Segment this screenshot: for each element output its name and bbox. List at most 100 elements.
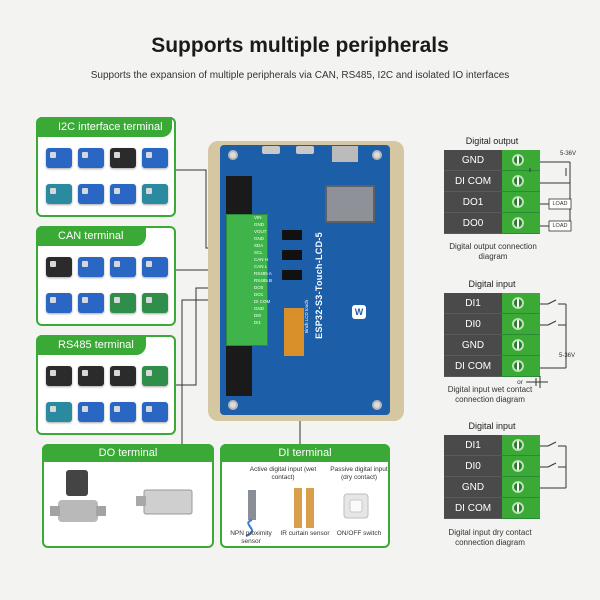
can-module [142, 257, 168, 277]
terminal-pin-name: DI COM [444, 498, 502, 519]
digital-input-wet-title: Digital input [468, 279, 516, 289]
page-subtitle: Supports the expansion of multiple perip… [90, 70, 510, 81]
screw-icon[interactable] [502, 477, 540, 498]
screw-icon[interactable] [502, 498, 540, 519]
can-module [78, 293, 104, 313]
ic-chip [282, 230, 302, 240]
terminal-row: DI1 [444, 293, 540, 314]
esp32-module [325, 185, 375, 223]
rs485-module [110, 402, 136, 422]
i2c-sensor-module [110, 184, 136, 204]
terminal-pin-label: DO0 [254, 284, 264, 290]
mount-hole [372, 150, 382, 160]
rs485-module [142, 402, 168, 422]
screw-icon[interactable] [502, 314, 540, 335]
terminal-pin-name: GND [444, 150, 502, 171]
board-subtitle: 5inch LCD touch [304, 300, 309, 334]
screw-icon[interactable] [502, 150, 540, 171]
screw-icon[interactable] [502, 456, 540, 477]
rs485-panel-title: RS485 terminal [36, 335, 146, 355]
rs485-module [142, 366, 168, 386]
can-module [110, 257, 136, 277]
switch-caption: ON/OFF switch [336, 530, 382, 537]
passive-input-label: Passive digital input (dry contact) [330, 466, 388, 481]
terminal-pin-label: CAN H [254, 256, 269, 262]
can-module [142, 293, 168, 313]
terminal-row: DI0 [444, 314, 540, 335]
terminal-pin-label: GND [254, 305, 264, 311]
di-panel: DI terminal Active digital input (wet co… [220, 444, 390, 548]
terminal-pin-label: DO1 [254, 291, 264, 297]
terminal-pin-label: DI1 [254, 319, 262, 325]
i2c-camera-module [110, 148, 136, 168]
ic-chip [282, 250, 302, 260]
terminal-pin-name: DI COM [444, 356, 502, 377]
screw-icon[interactable] [502, 435, 540, 456]
do-voltage-label: 5-36V [559, 151, 576, 157]
waveshare-logo: W [352, 305, 366, 319]
can-module [46, 257, 72, 277]
terminal-pin-label: GND [254, 221, 264, 227]
di-panel-title: DI terminal [220, 444, 390, 462]
mount-hole [228, 150, 238, 160]
screw-icon[interactable] [502, 171, 540, 192]
terminal-row: DI COM [444, 171, 540, 192]
i2c-sensor-module [142, 148, 168, 168]
screw-icon[interactable] [502, 293, 540, 314]
terminal-pin-name: DI0 [444, 314, 502, 335]
terminal-pin-name: GND [444, 477, 502, 498]
terminal-row: GND [444, 477, 540, 498]
do-panel: DO terminal [42, 444, 214, 548]
screw-icon[interactable] [502, 335, 540, 356]
ir-curtain-sensor-icon [294, 488, 314, 528]
screw-icon[interactable] [502, 192, 540, 213]
digital-input-wet-caption: Digital input wet contact connection dia… [447, 385, 533, 404]
mount-hole [228, 400, 238, 410]
terminal-pin-name: DO1 [444, 192, 502, 213]
mount-hole [372, 400, 382, 410]
do-load-label-1: LOAD [552, 201, 568, 207]
screw-icon[interactable] [502, 356, 540, 377]
i2c-sensor-module [46, 148, 72, 168]
terminal-pin-label: SCL [254, 249, 263, 255]
digital-input-dry-title: Digital input [468, 421, 516, 431]
electric-lock-icon [136, 489, 193, 515]
terminal-pin-name: DI1 [444, 293, 502, 314]
terminal-pin-name: DO0 [444, 213, 502, 234]
ic-chip [282, 270, 302, 280]
screw-terminal-block[interactable] [226, 214, 268, 346]
screw-icon[interactable] [502, 213, 540, 234]
terminal-row: DO0 [444, 213, 540, 234]
i2c-sensor-module [46, 184, 72, 204]
can-module [110, 293, 136, 313]
board-name: ESP32-S3-Touch-LCD-5 [314, 232, 324, 339]
digital-output-caption: Digital output connection diagram [449, 242, 537, 261]
terminal-pin-label: RS485 A [254, 270, 272, 276]
usb-port[interactable] [262, 146, 280, 154]
terminal-row: GND [444, 335, 540, 356]
npn-sensor-caption: NPN proximity sensor [230, 530, 272, 545]
solenoid-valve-icon [50, 470, 106, 522]
terminal-pin-label: DI0 [254, 312, 262, 318]
terminal-row: DI0 [444, 456, 540, 477]
page-title: Supports multiple peripherals [151, 34, 449, 57]
terminal-pin-label: CAN L [254, 263, 268, 269]
rs485-module [46, 402, 72, 422]
rs485-module [110, 366, 136, 386]
i2c-panel: I2C interface terminal [36, 117, 176, 217]
terminal-row: GND [444, 150, 540, 171]
wet-or-label: or [517, 379, 523, 386]
di-devices [245, 488, 369, 537]
usb-port[interactable] [296, 146, 314, 154]
can-panel: CAN terminal [36, 226, 176, 326]
active-input-label: Active digital input (wet contact) [249, 466, 317, 481]
can-module [46, 293, 72, 313]
terminal-pin-label: VOUT [254, 228, 267, 234]
terminal-row: DI COM [444, 498, 540, 519]
sd-card-slot[interactable] [332, 146, 358, 162]
digital-output-title: Digital output [465, 136, 519, 146]
